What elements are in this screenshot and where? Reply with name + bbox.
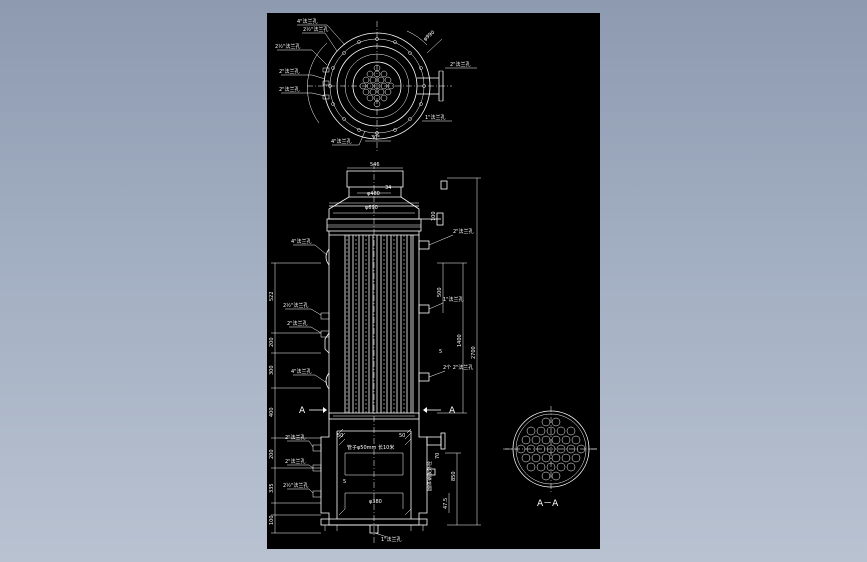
front-leaders	[285, 234, 454, 538]
dim-400: 400	[269, 407, 275, 417]
cad-drawing: 4"法兰孔 2½"法兰孔 2½"法兰孔 2"法兰孔 2"法兰孔 2"法兰孔 1"…	[269, 18, 599, 543]
dim-5-right: 5	[439, 349, 442, 355]
front-top-dimensions	[327, 167, 421, 228]
front-elevation-view: 546 34 φ480 φ690 2"法兰孔 4"法兰孔 2½"法兰孔 2"法兰…	[269, 162, 481, 543]
front-lower-tubeplate	[328, 412, 420, 420]
label-left-2in: 2"法兰孔	[287, 320, 307, 327]
section-title: A－A	[537, 499, 559, 509]
label-top-2in-left2: 2"法兰孔	[279, 86, 299, 93]
section-inner-circle	[515, 413, 587, 485]
top-view-top-arc	[406, 30, 428, 46]
top-view-shell	[336, 45, 418, 127]
top-view-outer-flange	[323, 32, 431, 140]
label-top-2-5in-b: 2½"法兰孔	[275, 43, 300, 50]
dim-5-inner: 5	[343, 479, 346, 485]
label-left-2-5in-bottom: 2½"法兰孔	[283, 482, 308, 489]
top-view-right-nozzle	[417, 70, 444, 102]
front-right-nozzle-lower	[418, 372, 430, 382]
section-a-a-view: A－A	[503, 406, 599, 509]
dim-850: 850	[451, 471, 457, 481]
dim-300: 300	[269, 365, 275, 375]
section-a-right: A	[449, 406, 456, 416]
label-top-2in-left: 2"法兰孔	[279, 68, 299, 75]
label-right-2in-top: 2"法兰孔	[453, 228, 473, 235]
dim-200b: 200	[269, 449, 275, 459]
label-tube-spec: 管子φ50mm 长10米	[347, 444, 394, 451]
dim-50-right: 50	[399, 433, 405, 439]
section-a-left: A	[299, 406, 306, 416]
dim-inner-width: φ480	[367, 191, 380, 197]
dim-335: 335	[269, 483, 275, 493]
dim-1400: 1400	[457, 334, 463, 347]
dim-top-gap: 34	[385, 185, 391, 191]
dim-shell-dia: φ690	[365, 205, 378, 211]
top-view-left-nozzles	[322, 67, 330, 100]
top-view-inner-ring	[344, 53, 410, 119]
label-top-4in-bottom: 4"法兰孔	[331, 138, 351, 145]
label-left-2-5in: 2½"法兰孔	[283, 302, 308, 309]
front-left-bulge-2	[324, 332, 330, 354]
top-view-bolt-circle	[329, 38, 425, 134]
dim-base: φ380	[369, 499, 382, 505]
front-section-marks	[309, 407, 441, 413]
front-left-bulge-3	[325, 372, 330, 390]
front-right-nozzle-cap	[440, 180, 448, 190]
front-right-nozzle-mid	[418, 304, 430, 314]
label-top-1in: 1"法兰孔	[425, 114, 445, 121]
top-view-left-arc	[307, 42, 328, 124]
front-top-cap	[346, 170, 404, 188]
label-top-2-5in: 2½"法兰孔	[303, 26, 328, 33]
dim-100-right: 100	[431, 211, 437, 221]
front-bottom-bolts	[324, 525, 424, 531]
label-right-2x2in: 2个 2"法兰孔	[443, 364, 473, 371]
top-view-tube-pattern	[359, 64, 395, 108]
dim-70: 70	[435, 453, 441, 459]
label-right-1in: 1"法兰孔	[443, 296, 463, 303]
front-right-dimensions	[437, 177, 481, 526]
front-right-nozzle-top	[418, 240, 430, 250]
dim-500: 500	[437, 287, 443, 297]
dim-top-width: 546	[370, 162, 380, 168]
front-left-lower-nozzle-3	[312, 490, 322, 498]
section-tube-holes	[516, 417, 586, 481]
front-left-dimensions	[271, 262, 321, 534]
front-left-bulge-1	[325, 248, 330, 266]
label-top-dia: φ990	[422, 30, 436, 43]
label-left-2in-bottom1: 2"法兰孔	[285, 434, 305, 441]
top-view-tube-plate	[352, 61, 402, 111]
front-lower-hatching	[338, 428, 412, 516]
label-bottom-1in: 1"法兰孔	[381, 536, 401, 543]
dim-100: 100	[269, 515, 275, 525]
label-top-angle: 30°	[371, 135, 380, 141]
front-right-lower-nozzle-1	[426, 436, 442, 446]
drawing-sheet: 4"法兰孔 2½"法兰孔 2½"法兰孔 2"法兰孔 2"法兰孔 2"法兰孔 1"…	[267, 13, 600, 549]
front-left-lower-nozzle-1	[312, 444, 322, 452]
front-bottom-nozzle	[369, 524, 379, 534]
label-left-4in-lower: 4"法兰孔	[291, 368, 311, 375]
dim-47-5: 47.5	[443, 498, 449, 509]
label-shell-spec: 圆体钢板外径	[426, 461, 433, 491]
label-left-2in-bottom2: 2"法兰孔	[285, 458, 305, 465]
dim-522: 522	[269, 291, 275, 301]
label-top-4in: 4"法兰孔	[297, 18, 317, 25]
dim-2700: 2700	[471, 346, 477, 359]
label-top-2in-right: 2"法兰孔	[450, 61, 470, 68]
dim-200: 200	[269, 337, 275, 347]
front-tube-bundle	[346, 235, 412, 413]
dim-50-left: 50	[337, 433, 343, 439]
label-left-4in: 4"法兰孔	[291, 238, 311, 245]
front-left-nozzle-a	[320, 312, 330, 320]
top-view-bolt-holes	[328, 37, 426, 135]
top-view-leaders	[277, 24, 477, 146]
top-plan-view: 4"法兰孔 2½"法兰孔 2½"法兰孔 2"法兰孔 2"法兰孔 2"法兰孔 1"…	[275, 18, 477, 153]
front-left-nozzle-b	[320, 330, 330, 338]
